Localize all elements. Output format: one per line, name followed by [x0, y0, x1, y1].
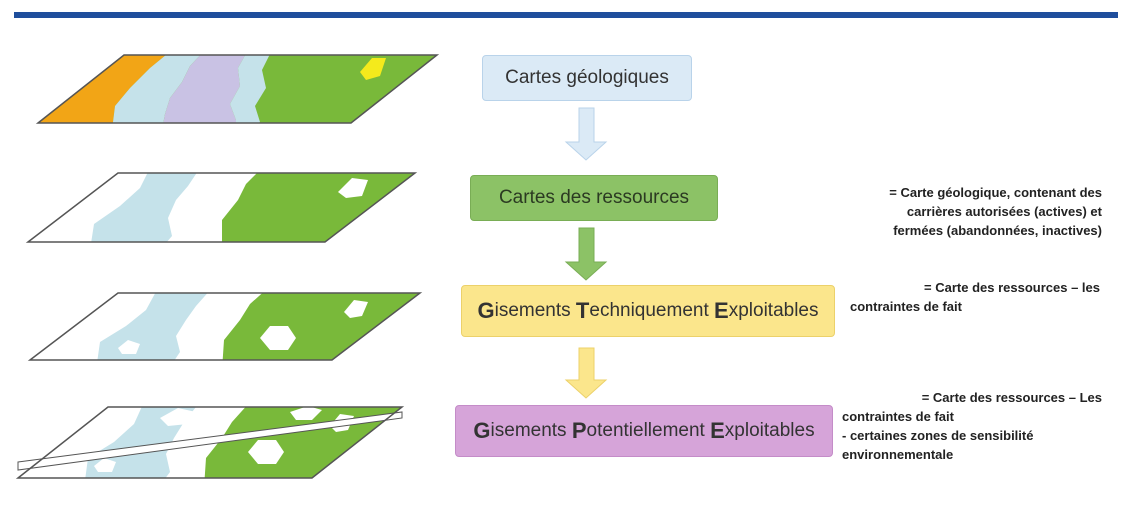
note-gte: = Carte des ressources – les contraintes… — [850, 278, 1100, 316]
layer-resources-map — [28, 173, 415, 242]
box-cartes-geologiques: Cartes géologiques — [482, 55, 692, 101]
layer-4-outline — [15, 406, 405, 479]
arrow-3-icon — [564, 347, 608, 399]
note-line: = Carte géologique, contenant des — [889, 185, 1102, 200]
text-isements: isements — [494, 300, 576, 321]
text-xploitables: xploitables — [728, 300, 819, 321]
initial-e: E — [710, 418, 725, 443]
initial-g: G — [473, 418, 491, 443]
note-line: contraintes de fait — [850, 299, 962, 314]
arrow-1-icon — [564, 107, 608, 161]
text-isements: isements — [490, 420, 572, 441]
initial-e: E — [714, 298, 729, 323]
box-cartes-ressources: Cartes des ressources — [470, 175, 718, 221]
layer-3-outline — [27, 292, 423, 361]
note-line: environnementale — [842, 447, 954, 462]
text-echniquement: echniquement — [589, 300, 715, 321]
initial-g: G — [477, 298, 495, 323]
initial-t: T — [575, 298, 590, 323]
exclusion-stripe — [17, 411, 403, 471]
note-line: = Carte des ressources – Les — [921, 390, 1102, 405]
text-xploitables: xploitables — [724, 420, 815, 441]
arrow-2-icon — [564, 227, 608, 281]
box-2-label: Cartes des ressources — [498, 187, 690, 208]
top-bar — [14, 12, 1118, 18]
note-gpe: = Carte des ressources – Les contraintes… — [842, 388, 1102, 464]
initial-p: P — [571, 418, 587, 443]
note-line: fermées (abandonnées, inactives) — [893, 223, 1102, 238]
layer-technically-exploitable — [30, 293, 420, 360]
note-line: - certaines zones de sensibilité — [842, 428, 1034, 443]
layer-1-outline — [35, 54, 440, 124]
note-line: contraintes de fait — [842, 409, 954, 424]
box-1-label: Cartes géologiques — [505, 67, 669, 88]
text-otentiellement: otentiellement — [586, 420, 711, 441]
layer-2-outline — [25, 172, 418, 243]
note-line: = Carte des ressources – les — [924, 280, 1100, 295]
layer-potentially-exploitable — [18, 407, 402, 478]
note-cartes-ressources: = Carte géologique, contenant des carriè… — [832, 183, 1102, 240]
layer-geological-map — [38, 55, 437, 123]
note-line: carrières autorisées (actives) et — [906, 204, 1102, 219]
